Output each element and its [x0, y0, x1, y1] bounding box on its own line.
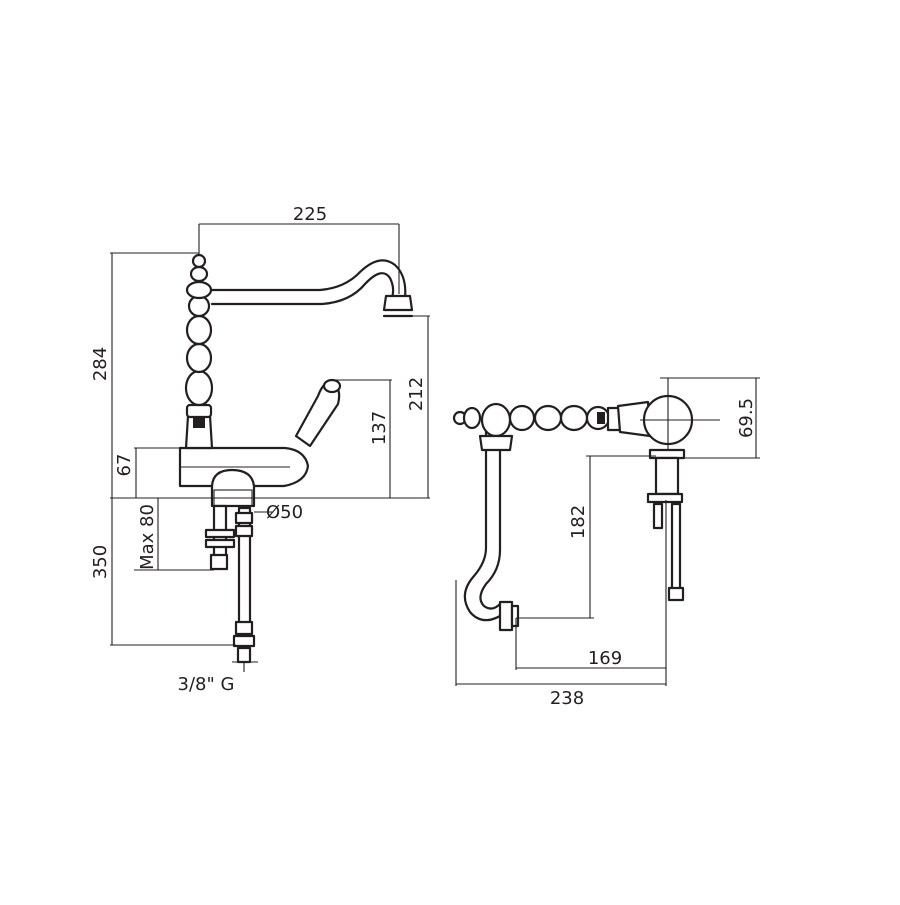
dim-top-height: 69.5: [736, 398, 757, 438]
top-spout-pipe: [463, 428, 502, 622]
top-dimension-lines: [455, 377, 760, 686]
top-column: [452, 404, 626, 432]
top-fittings: [646, 448, 686, 602]
dim-spout-height: 212: [406, 377, 427, 411]
dim-top-width: 238: [550, 688, 584, 709]
dim-connection: 3/8" G: [178, 674, 235, 695]
dim-body-height: 67: [114, 454, 135, 477]
side-dimension-lines: [110, 223, 430, 672]
top-view: 69.5 182 169 238: [452, 377, 760, 709]
supply-hose: [232, 506, 256, 664]
dim-hose-length: 350: [90, 545, 111, 579]
dim-lever-height: 137: [369, 411, 390, 445]
dim-top-offset: 169: [588, 648, 622, 669]
dim-spout-reach: 225: [293, 204, 327, 225]
base-connector: [210, 468, 256, 508]
top-spout-tip: [498, 600, 514, 632]
faucet-column: [184, 253, 214, 450]
dim-total-height: 284: [90, 347, 111, 381]
faucet-spout: [210, 259, 407, 306]
side-view: 225 284 212 137 67 Max 80 350 Ø50 3/8" G: [90, 204, 430, 695]
spout-tip: [382, 294, 414, 312]
mounting-shank: [204, 504, 236, 571]
dim-max-deck: Max 80: [137, 504, 158, 570]
dim-top-drop: 182: [568, 505, 589, 539]
dim-base-diameter: Ø50: [266, 502, 303, 523]
